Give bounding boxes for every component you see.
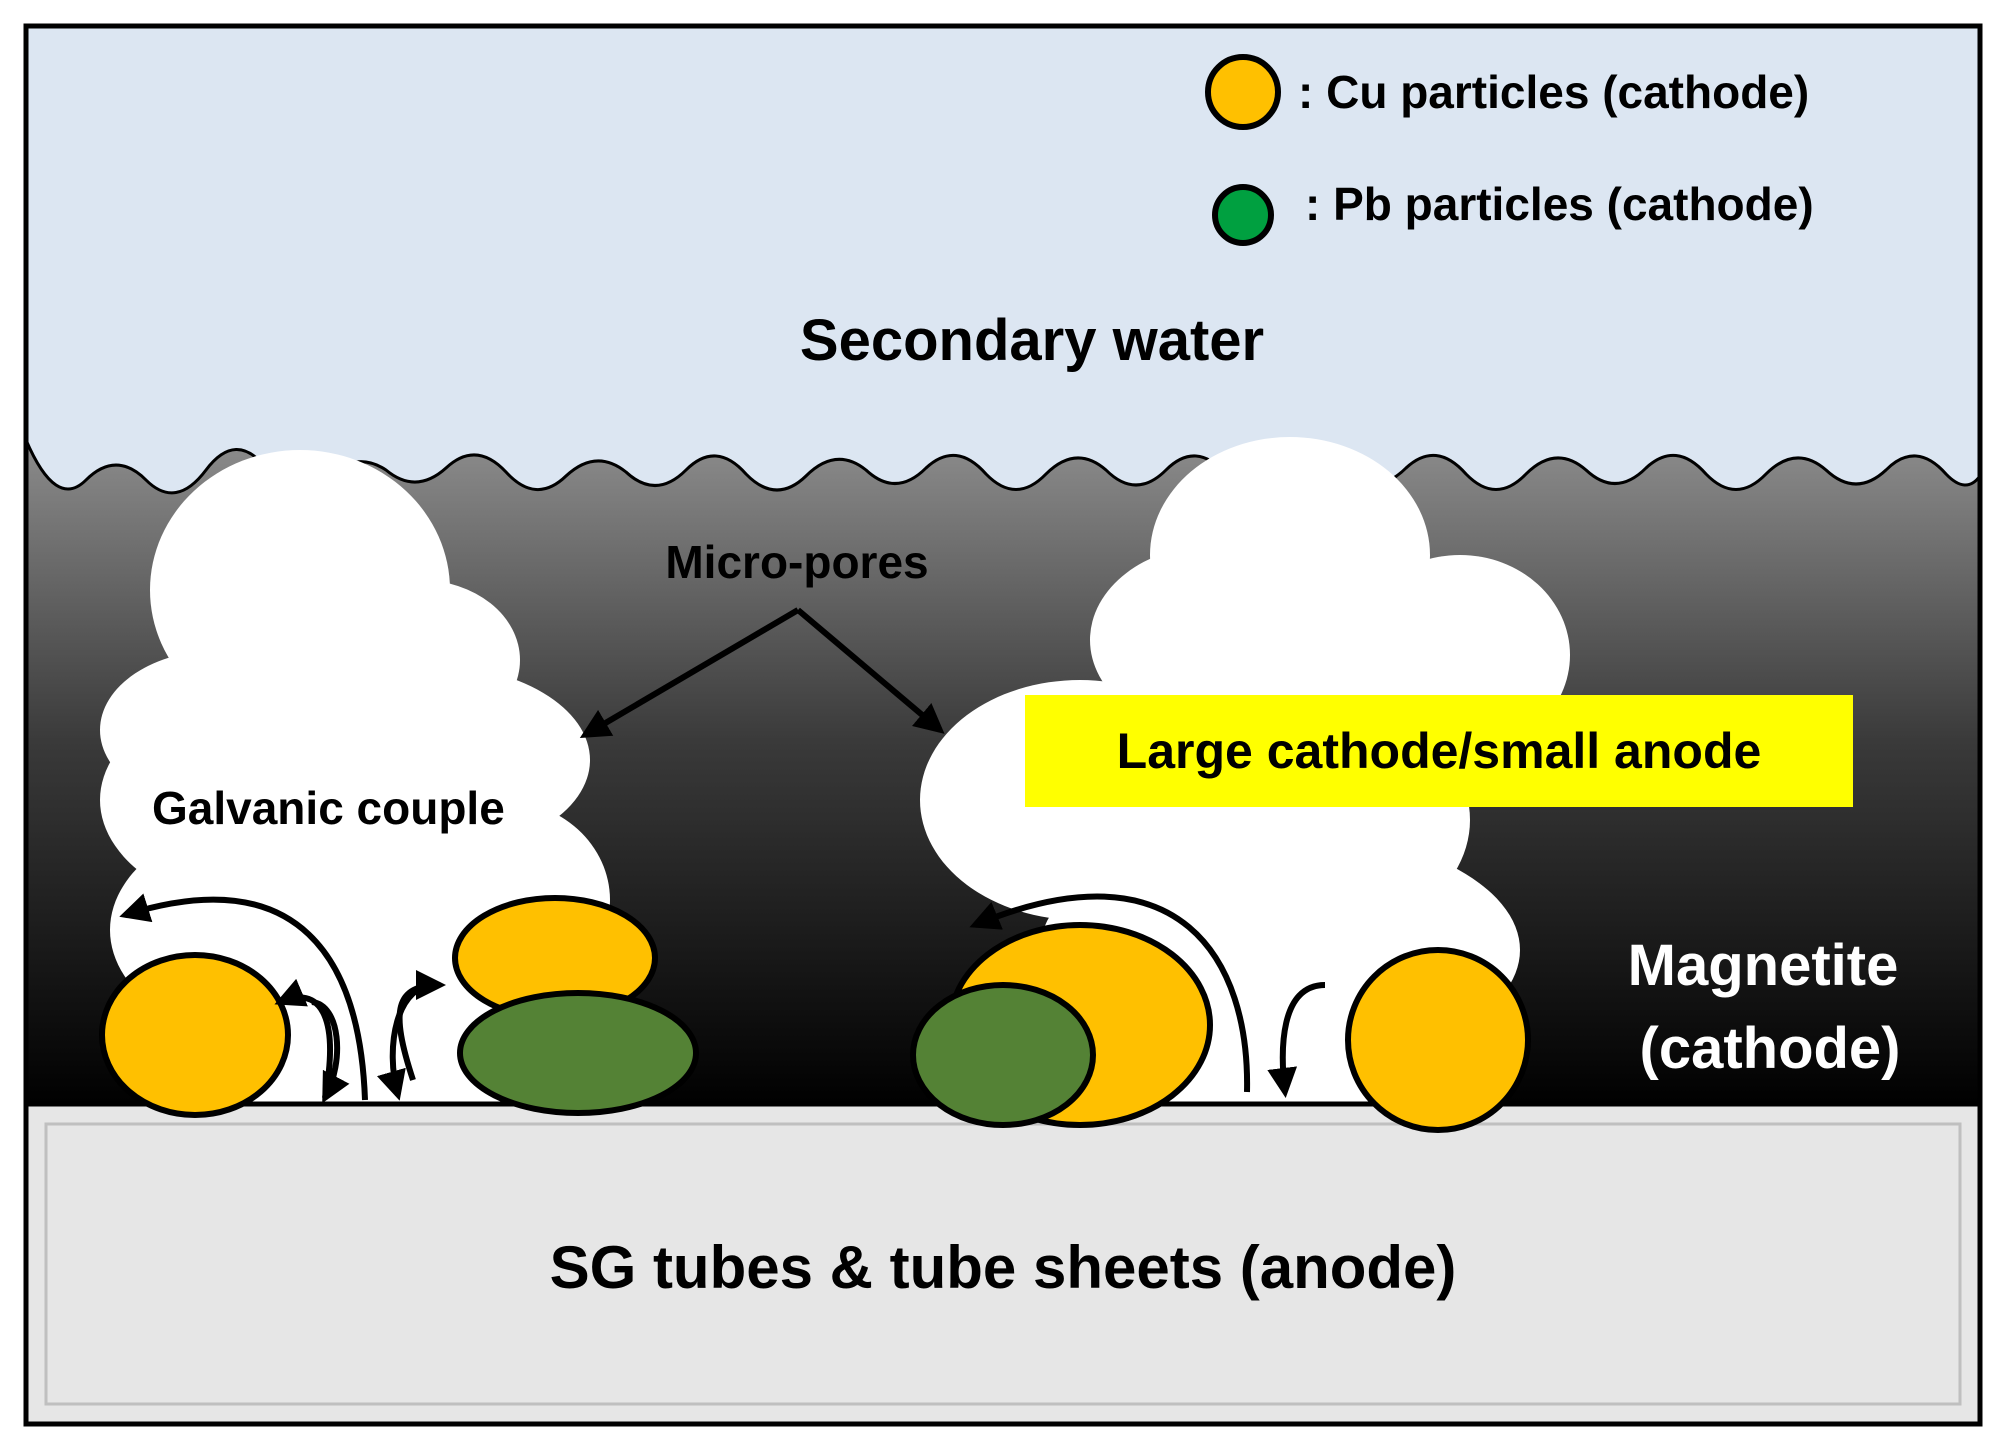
large-cathode-highlight (1025, 695, 1853, 807)
pb-particle (457, 990, 699, 1116)
micropores-label: Micro-pores (665, 536, 928, 588)
cu-particle (99, 952, 291, 1118)
galvanic-label: Galvanic couple (152, 782, 505, 834)
pb-legend-swatch (1212, 184, 1274, 246)
pb-legend-label: : Pb particles (cathode) (1305, 178, 1814, 230)
large-cathode-label: Large cathode/small anode (1117, 723, 1762, 779)
cu-particle (1345, 947, 1531, 1133)
galvanic-arrows-left (119, 893, 446, 1104)
micropores-arrows (579, 607, 945, 739)
water-label: Secondary water (800, 308, 1264, 373)
substrate-label: SG tubes & tube sheets (anode) (550, 1234, 1457, 1301)
pb-particle (910, 982, 1096, 1128)
magnetite-sub-label: (cathode) (1640, 1016, 1901, 1081)
cu-legend-swatch (1205, 54, 1281, 130)
cu-legend-label: : Cu particles (cathode) (1298, 66, 1809, 118)
outer-frame (23, 23, 1983, 1427)
galvanic-arrows-right (969, 893, 1326, 1098)
magnetite-label: Magnetite (1628, 933, 1899, 998)
water-region (26, 26, 1980, 506)
